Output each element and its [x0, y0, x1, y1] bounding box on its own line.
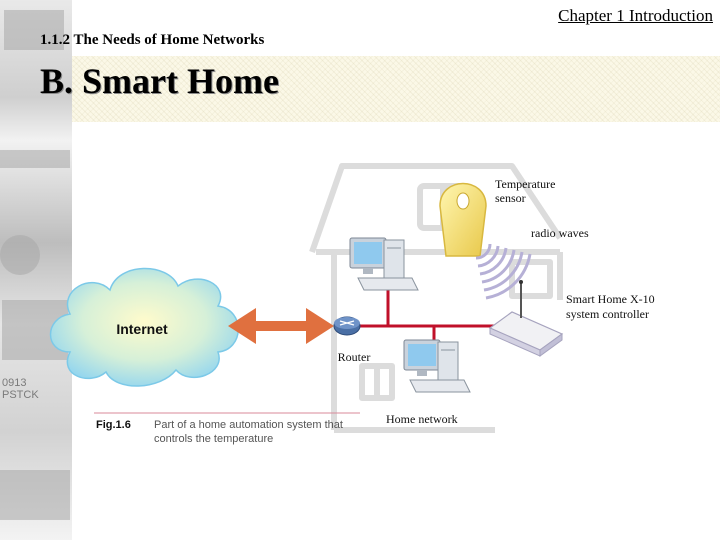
decor-block: [0, 150, 70, 168]
caption-line1: Part of a home automation system that: [154, 419, 343, 431]
temperature-sensor-icon: [439, 182, 487, 257]
internet-label: Internet: [116, 321, 168, 337]
decor-block: [4, 10, 64, 50]
radio-waves-label: radio waves: [531, 226, 589, 240]
figure-number: Fig.1.6: [96, 419, 131, 431]
page-title: B. Smart Home: [40, 61, 279, 101]
temperature-sensor-label-line1: Temperature: [495, 177, 555, 191]
strip-text-1: 0913: [2, 377, 27, 389]
system-controller-icon: [488, 280, 564, 357]
controller-label-line2: system controller: [566, 307, 649, 321]
chapter-link[interactable]: Chapter 1 Introduction: [558, 6, 713, 25]
router-label: Router: [338, 350, 371, 364]
router-icon: [333, 316, 361, 336]
controller-label-line1: Smart Home X-10: [566, 292, 655, 306]
section-heading: 1.1.2 The Needs of Home Networks: [40, 32, 265, 48]
network-lines: [338, 284, 504, 344]
decor-block: [0, 235, 40, 275]
temperature-sensor-label-line2: sensor: [495, 191, 526, 205]
decor-block: [0, 470, 70, 520]
left-decorative-strip: 0913 PSTCK: [0, 0, 72, 540]
double-arrow: [228, 308, 334, 344]
computer-icon: [403, 339, 471, 393]
title-band: [72, 56, 720, 122]
internet-cloud: [49, 267, 239, 387]
computer-icon: [349, 237, 419, 291]
home-network-label: Home network: [386, 412, 458, 426]
radio-waves-icon: [475, 243, 532, 300]
strip-text-2: PSTCK: [2, 389, 39, 401]
caption-line2: controls the temperature: [154, 433, 273, 445]
